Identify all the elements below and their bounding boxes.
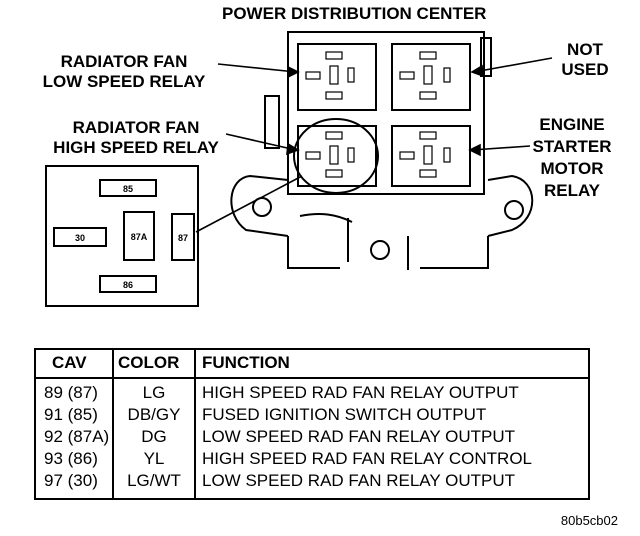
label-low-speed-relay: RADIATOR FAN LOW SPEED RELAY — [42, 52, 206, 91]
label-not-used: NOT USED — [561, 40, 609, 79]
pin-87a-label: 87A — [131, 232, 148, 242]
label-engine-starter-relay: ENGINE STARTER MOTOR RELAY — [532, 115, 612, 200]
cavity-table: CAV COLOR FUNCTION 89 (87) LG HIGH SPEED… — [34, 348, 590, 500]
header-cav: CAV — [52, 353, 87, 372]
pin-30-label: 30 — [75, 233, 85, 243]
header-color: COLOR — [118, 353, 180, 372]
figure-code: 80b5cb02 — [560, 513, 618, 528]
diagram-title: POWER DISTRIBUTION CENTER — [222, 4, 487, 23]
pdc-diagram: 85 30 87A 87 86 — [45, 31, 553, 307]
pin-86-label: 86 — [123, 280, 133, 290]
table-header — [36, 350, 588, 379]
header-function: FUNCTION — [202, 353, 290, 372]
label-high-speed-relay: RADIATOR FAN HIGH SPEED RELAY — [53, 118, 219, 157]
pin-87-label: 87 — [178, 233, 188, 243]
pin-85-label: 85 — [123, 184, 133, 194]
